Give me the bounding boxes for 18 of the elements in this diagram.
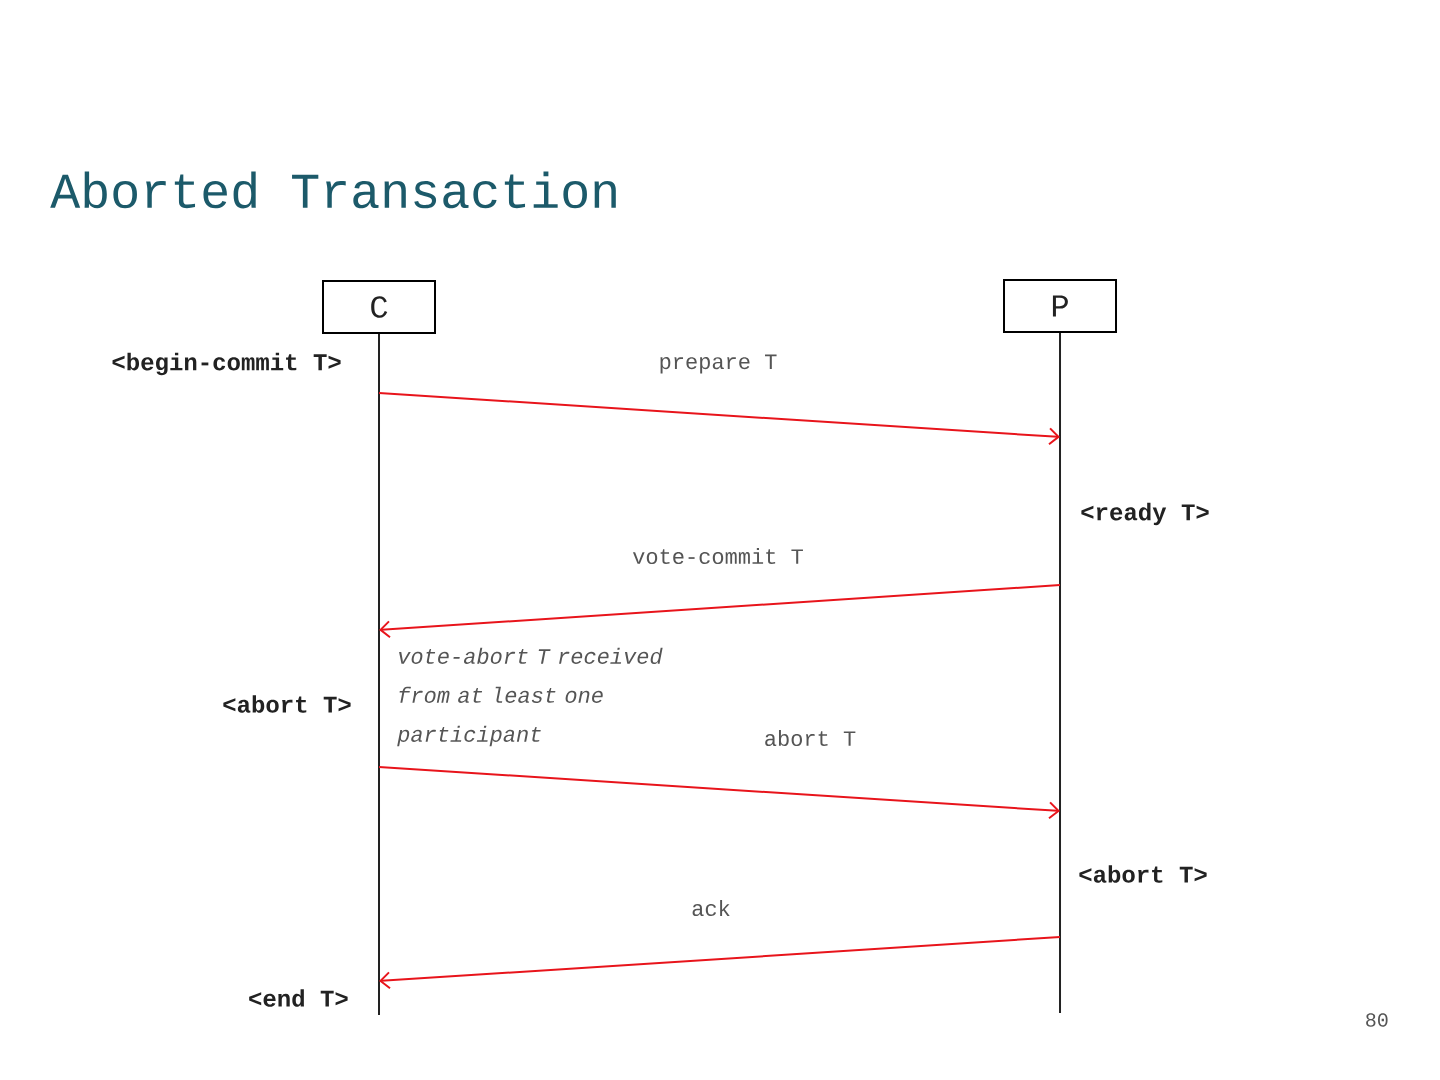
log-entry: <ready T> [1081,502,1209,526]
log-entry: <abort T> [1079,865,1207,883]
note-text: vote-abort T received from at least one participant [397,647,663,747]
message-arrow [379,936,1061,990]
page-number: 80 [1366,1013,1388,1027]
message-arrow [378,766,1060,820]
participant-box: P [1003,279,1117,333]
log-entry: <end T> [249,989,348,1007]
message-arrow [378,392,1060,446]
message-label: abort T [761,727,859,749]
participant-box: C [322,280,436,334]
message-label: vote-commit T [630,545,806,567]
message-arrow [379,584,1061,639]
log-entry: <begin-commit T> [112,352,341,376]
message-label: ack [689,897,733,919]
message-label: prepare T [656,352,780,376]
log-entry: <abort T> [223,695,351,713]
slide-title: Aborted Transaction [50,171,616,209]
